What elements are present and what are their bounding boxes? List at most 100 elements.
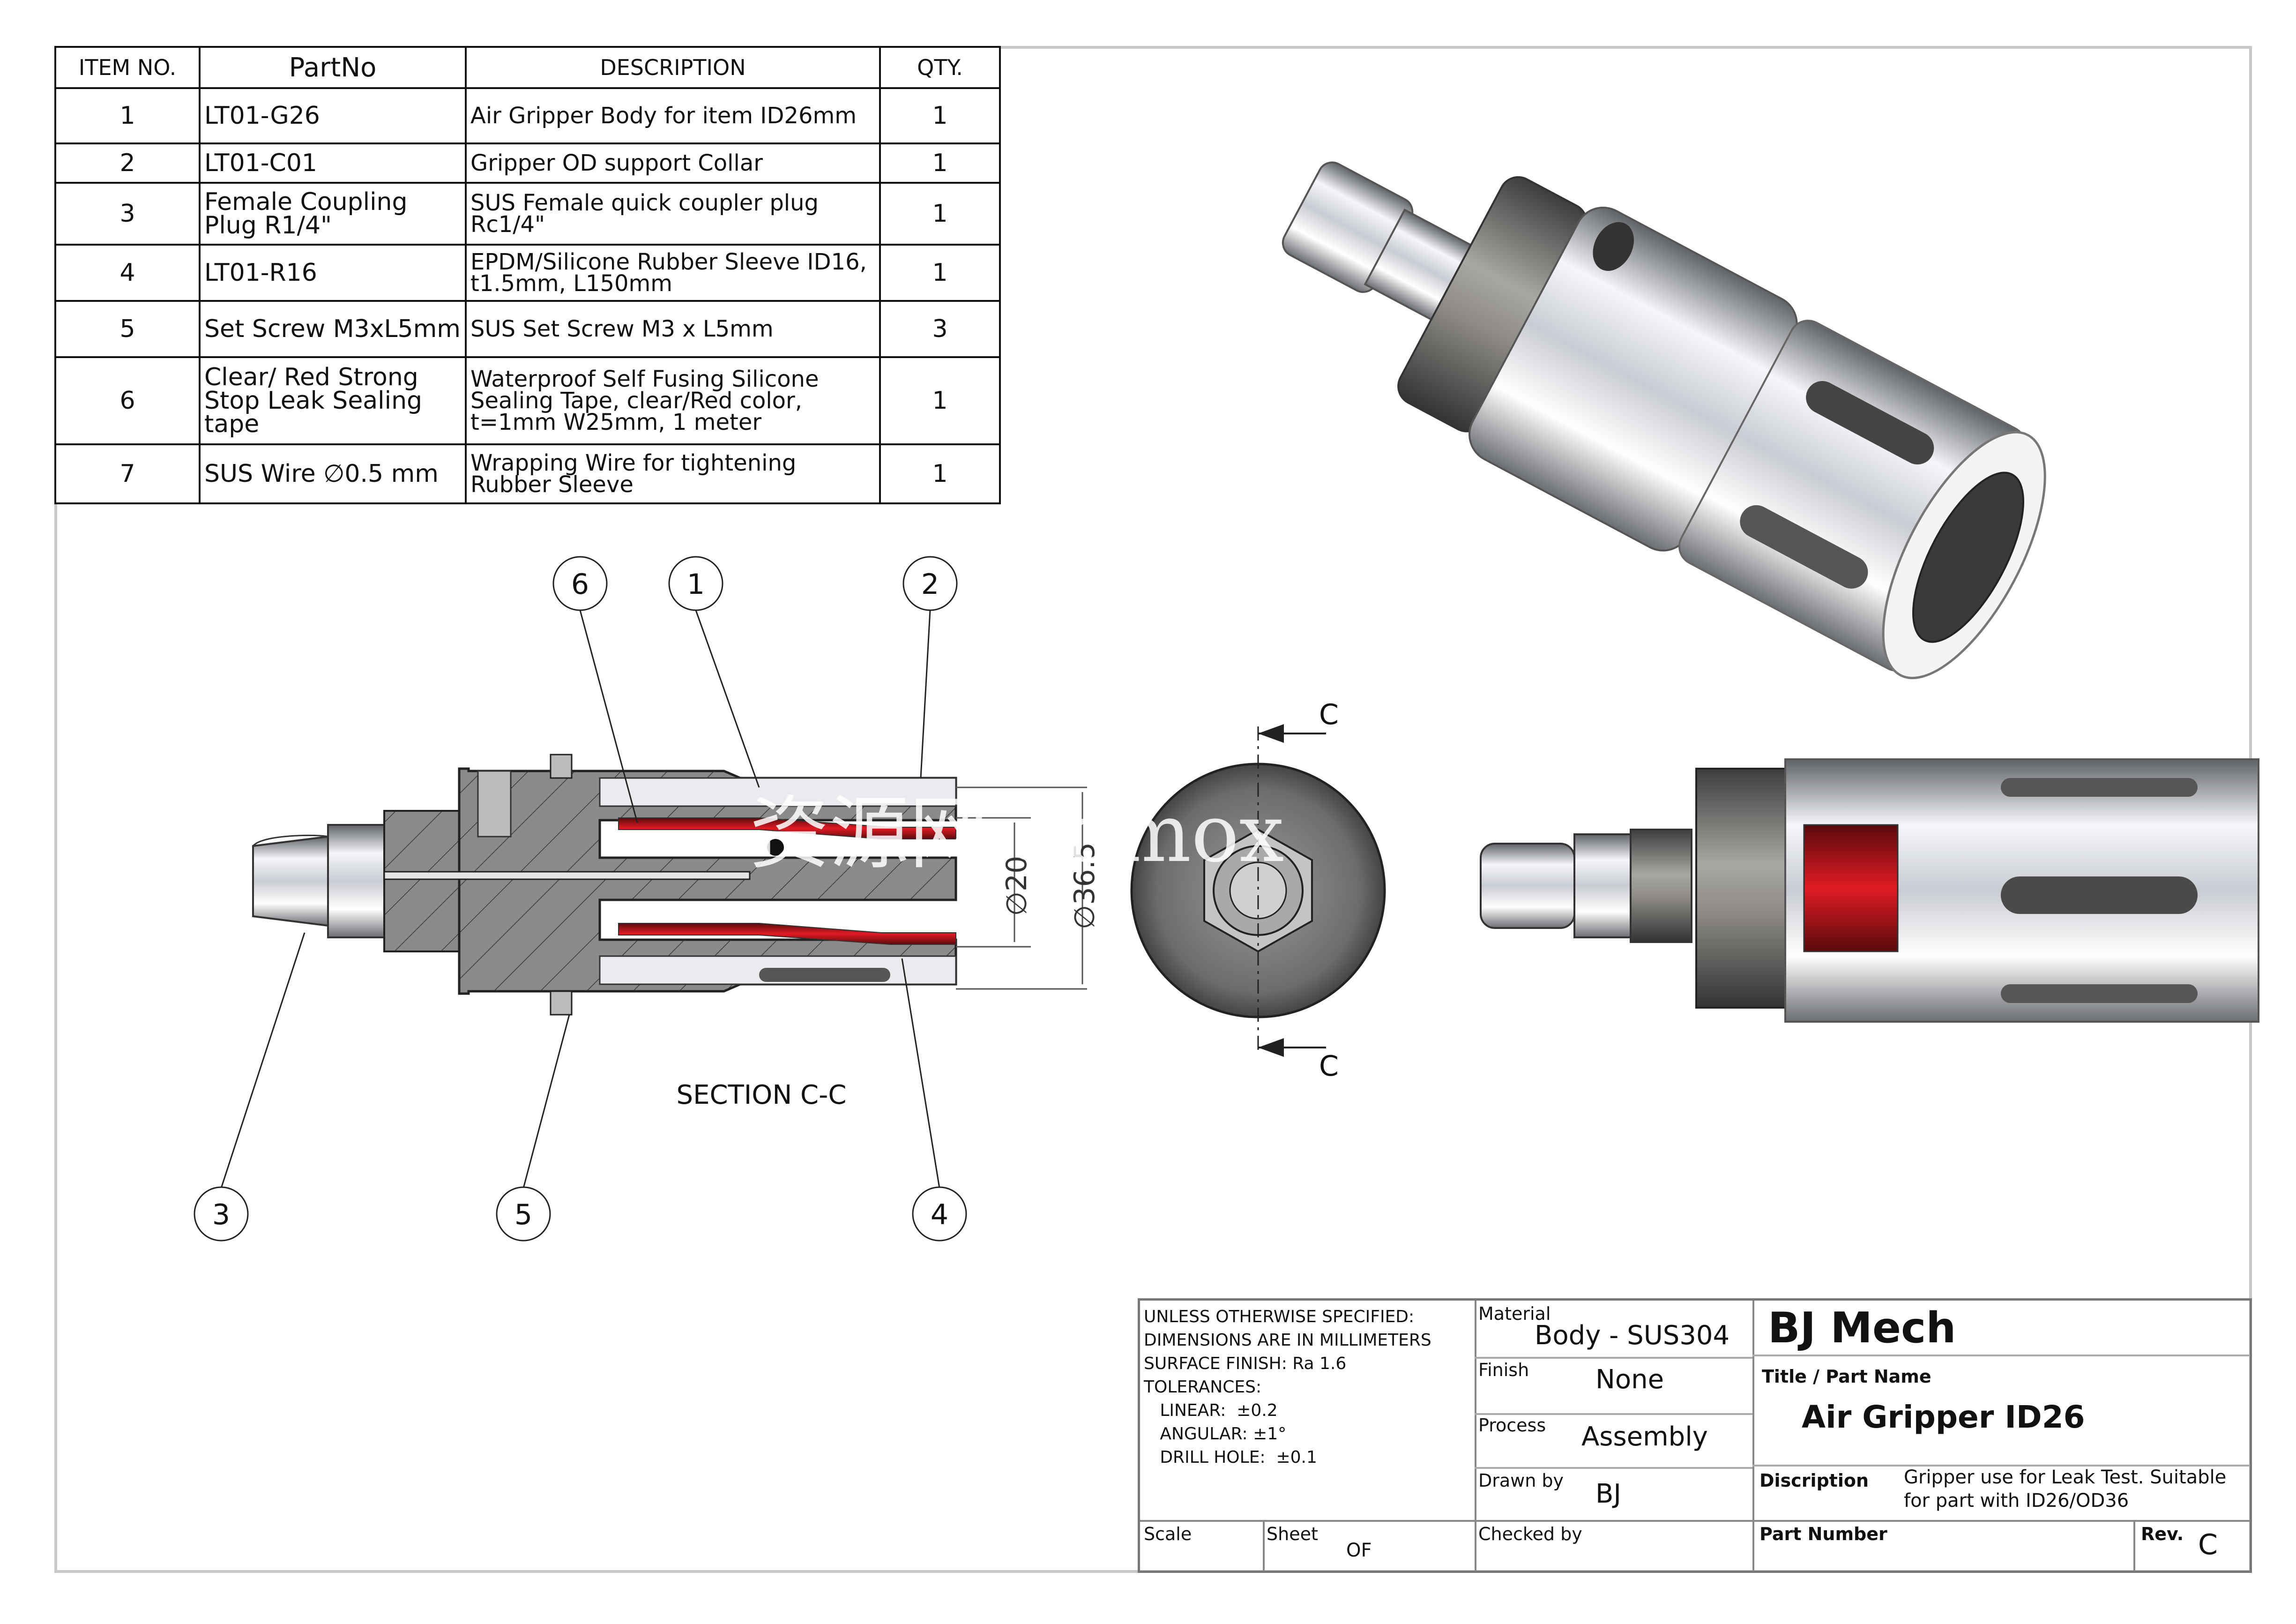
- side-plug-hex: [1630, 829, 1692, 943]
- balloon-6: [552, 556, 608, 611]
- side-body-flange: [1695, 768, 1786, 1009]
- watermark: 资源网 3dmox: [750, 787, 1284, 880]
- rev-value: C: [2198, 1528, 2218, 1561]
- process-label: Process: [1478, 1415, 1546, 1436]
- finish-label: Finish: [1478, 1360, 1529, 1380]
- end-view-port: [1229, 861, 1287, 920]
- section-plug-nipple: [252, 835, 329, 927]
- spec-notes: UNLESS OTHERWISE SPECIFIED:DIMENSIONS AR…: [1144, 1305, 1431, 1469]
- bom-part-no-line: LT01-C01: [204, 149, 317, 177]
- bom-description-line: SUS Female quick coupler plug: [470, 190, 819, 216]
- side-collar-slot: [2001, 876, 2198, 914]
- side-view: [1480, 758, 2259, 1023]
- drawn-by-value: BJ: [1595, 1479, 1621, 1509]
- bom-description-line: Sealing Tape, clear/Red color,: [470, 388, 803, 414]
- section-label: SECTION C-C: [677, 1080, 847, 1110]
- spec-line: DRILL HOLE: ±0.1: [1144, 1448, 1317, 1467]
- bom-part-no: LT01-C01: [199, 142, 467, 184]
- material-value: Body - SUS304: [1535, 1320, 1730, 1351]
- bom-description-line: SUS Set Screw M3 x L5mm: [470, 316, 774, 342]
- isometric-view: [1282, 161, 2046, 680]
- balloon-1-label: 1: [687, 568, 705, 601]
- side-collar-slot: [2001, 778, 2198, 797]
- bom-description-line: Gripper OD support Collar: [470, 150, 763, 176]
- bom-qty: 1: [879, 142, 1001, 184]
- bom-description: Air Gripper Body for item ID26mm: [465, 87, 881, 144]
- dim-inner: ∅20: [1000, 856, 1033, 916]
- part-title: Air Gripper ID26: [1802, 1399, 2085, 1435]
- section-plug-thread: [383, 810, 460, 952]
- balloon-2: [902, 556, 958, 611]
- bom-part-no: Set Screw M3xL5mm: [199, 300, 467, 358]
- side-rubber-sleeve: [1803, 824, 1899, 952]
- bom-description-line: t=1mm W25mm, 1 meter: [470, 409, 762, 435]
- bom-part-no-line: Female Coupling: [204, 188, 408, 216]
- bom-header-row: ITEM NO. PartNo DESCRIPTION QTY.: [54, 46, 1001, 89]
- section-port-fitting: [477, 770, 512, 838]
- cut-label-bottom: C: [1319, 1050, 1339, 1083]
- bom-part-no: LT01-R16: [199, 244, 467, 302]
- spec-line: SURFACE FINISH: Ra 1.6: [1144, 1354, 1347, 1373]
- balloon-5-label: 5: [514, 1198, 532, 1231]
- side-collar-slot: [2001, 984, 2198, 1003]
- balloon-5: [496, 1186, 551, 1242]
- bom-description-line: Rubber Sleeve: [470, 471, 634, 498]
- bom-item-no: 2: [54, 142, 201, 184]
- sheet-label: Sheet: [1267, 1524, 1318, 1544]
- section-plug-hex: [327, 824, 385, 938]
- bom-qty: 1: [879, 356, 1001, 445]
- company-name: BJ Mech: [1768, 1303, 1956, 1353]
- bom-part-no-line: Plug R1/4": [204, 211, 332, 239]
- bom-item-no: 5: [54, 300, 201, 358]
- bom-part-no-line: LT01-R16: [204, 259, 317, 287]
- bom-description-line: Air Gripper Body for item ID26mm: [470, 103, 857, 129]
- balloon-6-label: 6: [571, 568, 589, 601]
- material-label: Material: [1478, 1303, 1551, 1324]
- spec-line: ANGULAR: ±1°: [1144, 1424, 1287, 1444]
- section-air-channel: [383, 871, 751, 880]
- balloon-3: [194, 1186, 249, 1242]
- bom-part-no: LT01-G26: [199, 87, 467, 144]
- bom-part-no-line: SUS Wire ∅0.5 mm: [204, 460, 439, 488]
- section-collar: [599, 777, 957, 807]
- section-rubber-sleeve: [618, 817, 956, 839]
- side-plug-body: [1573, 833, 1632, 938]
- bom-qty: 1: [879, 182, 1001, 246]
- bom-item-no: 6: [54, 356, 201, 445]
- iso-sleeve-face: [1912, 471, 2025, 643]
- section-air-hole: [767, 839, 784, 856]
- description-label: Discription: [1759, 1470, 1869, 1491]
- bom-header-item: ITEM NO.: [54, 46, 201, 89]
- spec-line: TOLERANCES:: [1144, 1377, 1262, 1397]
- bom-part-no-line: Clear/ Red Strong: [204, 363, 418, 391]
- bom-description-line: EPDM/Silicone Rubber Sleeve ID16,: [470, 249, 867, 275]
- side-plug-nipple: [1480, 843, 1575, 929]
- description-line: Gripper use for Leak Test. Suitable: [1904, 1467, 2227, 1488]
- bom-qty: 1: [879, 443, 1001, 504]
- balloon-4: [912, 1186, 967, 1242]
- bom-part-no-line: Stop Leak Sealing: [204, 387, 423, 415]
- bom-item-no: 7: [54, 443, 201, 504]
- title-block: UNLESS OTHERWISE SPECIFIED:DIMENSIONS AR…: [1138, 1298, 2252, 1573]
- bom-header-desc: DESCRIPTION: [465, 46, 881, 89]
- balloon-4-label: 4: [931, 1198, 948, 1231]
- bom-qty: 1: [879, 87, 1001, 144]
- part-number-label: Part Number: [1759, 1524, 1887, 1544]
- bom-part-no-line: Set Screw M3xL5mm: [204, 315, 461, 343]
- bom-description: EPDM/Silicone Rubber Sleeve ID16,t1.5mm,…: [465, 244, 881, 302]
- spec-line: LINEAR: ±0.2: [1144, 1401, 1278, 1420]
- iso-port-hole: [1593, 222, 1634, 271]
- sheet-of: OF: [1346, 1540, 1372, 1561]
- section-set-screw: [550, 754, 573, 779]
- rev-label: Rev.: [2141, 1524, 2184, 1544]
- bom-item-no: 4: [54, 244, 201, 302]
